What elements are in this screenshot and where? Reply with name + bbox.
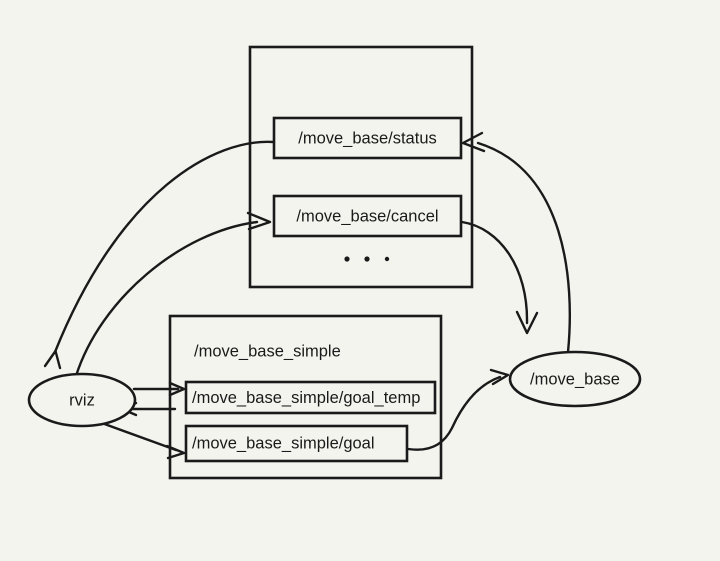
edge-cancel-to-movebase-arrowhead [515,310,539,335]
topic-goal-temp-label: /move_base_simple/goal_temp [192,389,420,407]
group-move-base-simple-label: /move_base_simple [194,342,341,360]
topic-move-base-cancel-box[interactable] [272,194,463,238]
edge-movebase-to-status [461,131,571,354]
edge-rviz-to-goaltemp [132,381,186,397]
topic-goal[interactable]: /move_base_simple/goal [184,424,409,463]
edge-status-to-rviz [43,140,276,370]
topic-move-base-cancel-label: /move_base/cancel [296,207,438,225]
ellipsis-dot-1 [344,256,350,262]
topic-move-base-status-box[interactable] [272,116,463,160]
topic-goal-temp[interactable]: /move_base_simple/goal_temp [184,380,437,415]
edge-goal-to-movebase [406,368,510,451]
edge-status-to-rviz-path [53,140,276,354]
topic-goal-label: /move_base_simple/goal [192,434,375,452]
edge-rviz-to-cancel-arrowhead [246,211,272,231]
edge-goal-to-movebase-path [406,375,502,451]
edge-rviz-to-goal [97,420,186,460]
group-move-base-simple-border [168,314,443,480]
node-move-base-ellipse[interactable] [508,350,642,408]
ellipsis-icon [344,256,390,262]
edge-cancel-to-movebase [460,220,539,335]
edge-movebase-to-status-arrowhead [461,131,486,153]
topic-move-base-status[interactable]: /move_base/status [272,116,463,160]
edge-rviz-to-goaltemp-arrowhead [168,381,186,397]
group-move-base: /move_base/status /move_base/cancel [248,45,474,289]
topic-goal-temp-box[interactable] [184,380,437,415]
edge-movebase-to-status-path [476,141,571,354]
edge-rviz-to-goal-path [97,420,178,452]
node-rviz-ellipse[interactable] [27,372,137,428]
edge-rviz-to-goal-arrowhead [165,444,186,460]
topic-move-base-status-label: /move_base/status [298,129,437,147]
topic-move-base-cancel[interactable]: /move_base/cancel [272,194,463,238]
ellipsis-dot-3 [384,256,390,262]
group-move-base-border [248,45,474,289]
topic-goal-box[interactable] [184,424,409,463]
edge-rviz-to-cancel [74,211,272,378]
node-rviz[interactable]: rviz [27,372,137,428]
ellipsis-dot-2 [364,256,370,262]
node-rviz-label: rviz [69,391,95,409]
edge-cancel-to-movebase-path [460,220,529,325]
edge-rviz-to-cancel-path [74,220,259,378]
edge-status-to-rviz-arrowhead [43,349,62,370]
edge-goal-to-movebase-arrowhead [489,368,510,386]
group-move-base-simple: /move_base_simple /move_base_simple/goal… [168,314,443,480]
node-move-base-label: /move_base [530,370,620,388]
node-move-base[interactable]: /move_base [508,350,642,408]
